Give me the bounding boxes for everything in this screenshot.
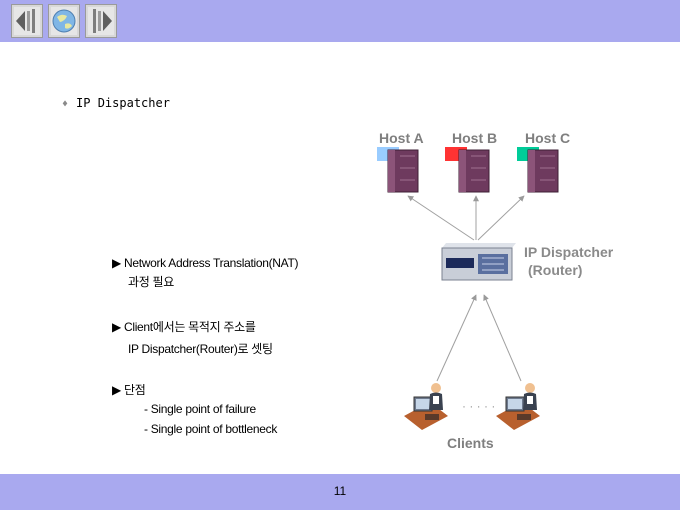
section-title: ♦ IP Dispatcher [62, 96, 170, 110]
arrow-to-host-c [477, 195, 525, 241]
clients-ellipsis: · · · · · [462, 399, 495, 413]
next-slide-button[interactable] [85, 4, 117, 38]
arrow-left-icon [14, 7, 40, 35]
section-title-text: IP Dispatcher [76, 96, 170, 110]
home-button[interactable] [48, 4, 80, 38]
router-label: (Router) [528, 262, 583, 278]
dispatcher-label: IP Dispatcher [524, 244, 614, 260]
arrow-to-host-a [407, 195, 475, 241]
clients-label: Clients [447, 435, 494, 451]
note-nat: ▶ Network Address Translation(NAT) [112, 256, 299, 270]
client-left-icon [404, 383, 448, 430]
note-nat-korean: 과정 필요 [128, 275, 174, 289]
host-c-label: Host C [525, 130, 571, 146]
router-device-icon [441, 243, 516, 281]
arrow-from-client-left [436, 294, 477, 382]
note-failure: - Single point of failure [144, 402, 256, 416]
note-client: ▶ Client에서는 목적지 주소를 [112, 320, 256, 334]
host-a-label: Host A [379, 130, 424, 146]
client-right-icon [496, 383, 540, 430]
bottom-bar: 11 [0, 474, 680, 510]
note-drawback: ▶ 단점 [112, 383, 146, 397]
top-bar [0, 0, 680, 42]
prev-slide-button[interactable] [11, 4, 43, 38]
host-c-server-icon [517, 147, 559, 193]
arrow-right-icon [88, 7, 114, 35]
globe-icon [51, 7, 77, 35]
note-bottleneck: - Single point of bottleneck [144, 422, 278, 436]
host-b-server-icon [445, 147, 490, 193]
diamond-bullet-icon: ♦ [62, 99, 69, 110]
page-number: 11 [333, 484, 347, 498]
host-a-server-icon [377, 147, 419, 193]
arrow-from-client-right [483, 294, 522, 382]
host-b-label: Host B [452, 130, 498, 146]
note-client-router: IP Dispatcher(Router)로 셋팅 [128, 342, 273, 356]
